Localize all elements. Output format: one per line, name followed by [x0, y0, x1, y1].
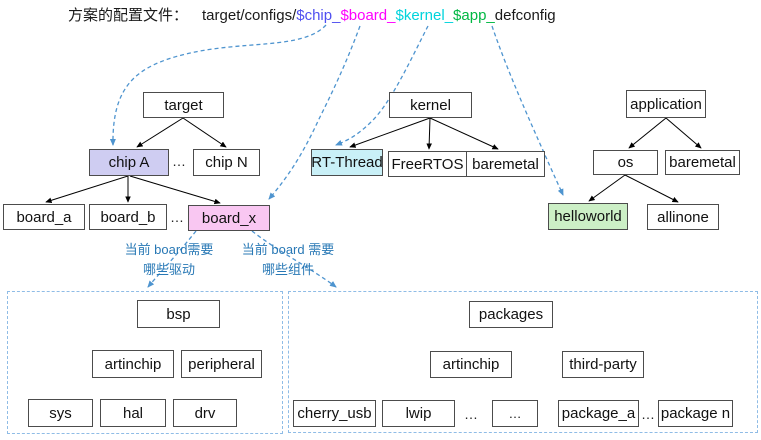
node-package-a: package_a [558, 400, 639, 427]
node-rt-thread: RT-Thread [311, 149, 383, 176]
config-var-kernel: $kernel_ [395, 7, 454, 24]
node-board-b: board_b [89, 204, 167, 230]
annotation-drivers-line2: 哪些驱动 [142, 261, 195, 277]
annotation-components: 当前 board 需要 哪些组件 [236, 240, 340, 279]
node-chip-n: chip N [193, 149, 260, 176]
ellipsis-chips: … [172, 153, 187, 169]
node-baremetal-app: baremetal [665, 150, 740, 175]
annotation-components-line1: 当前 board 需要 [241, 242, 335, 257]
node-bsp-artinchip: artinchip [92, 350, 174, 378]
node-more-packages: … [492, 400, 538, 427]
title-line: 方案的配置文件： target/configs/$chip_$board_$ker… [68, 4, 556, 25]
config-path-prefix: target/configs/ [202, 7, 297, 24]
node-allinone: allinone [647, 204, 719, 230]
node-sys: sys [28, 399, 93, 427]
node-board-a: board_a [3, 204, 85, 230]
node-hal: hal [100, 399, 166, 427]
node-board-x: board_x [188, 205, 270, 231]
annotation-drivers: 当前 board需要 哪些驱动 [116, 240, 222, 279]
config-var-board: $board_ [340, 7, 396, 24]
node-application: application [626, 90, 706, 118]
node-baremetal-kernel: baremetal [466, 151, 545, 177]
ellipsis-packages-artinchip: … [464, 406, 479, 422]
node-packages: packages [469, 301, 553, 328]
ellipsis-packages-thirdparty: … [641, 406, 656, 422]
node-bsp: bsp [137, 300, 220, 328]
annotation-components-line2: 哪些组件 [261, 261, 314, 277]
node-target: target [143, 92, 224, 118]
node-freertos: FreeRTOS [388, 151, 467, 177]
config-var-app: $app_ [453, 7, 495, 24]
node-drv: drv [173, 399, 237, 427]
node-peripheral: peripheral [181, 350, 262, 378]
node-package-n: package n [658, 400, 733, 427]
node-lwip: lwip [382, 400, 455, 427]
title-label: 方案的配置文件： [68, 7, 189, 24]
ellipsis-boards: … [170, 209, 185, 225]
node-helloworld: helloworld [548, 203, 628, 230]
node-kernel: kernel [389, 92, 472, 118]
node-packages-artinchip: artinchip [430, 351, 512, 378]
config-path-suffix: defconfig [494, 7, 556, 24]
node-os: os [593, 150, 658, 175]
node-third-party: third-party [562, 351, 644, 378]
node-cherry-usb: cherry_usb [293, 400, 376, 427]
annotation-drivers-line1: 当前 board需要 [124, 242, 214, 257]
config-var-chip: $chip_ [296, 7, 341, 24]
node-chip-a: chip A [89, 149, 169, 176]
